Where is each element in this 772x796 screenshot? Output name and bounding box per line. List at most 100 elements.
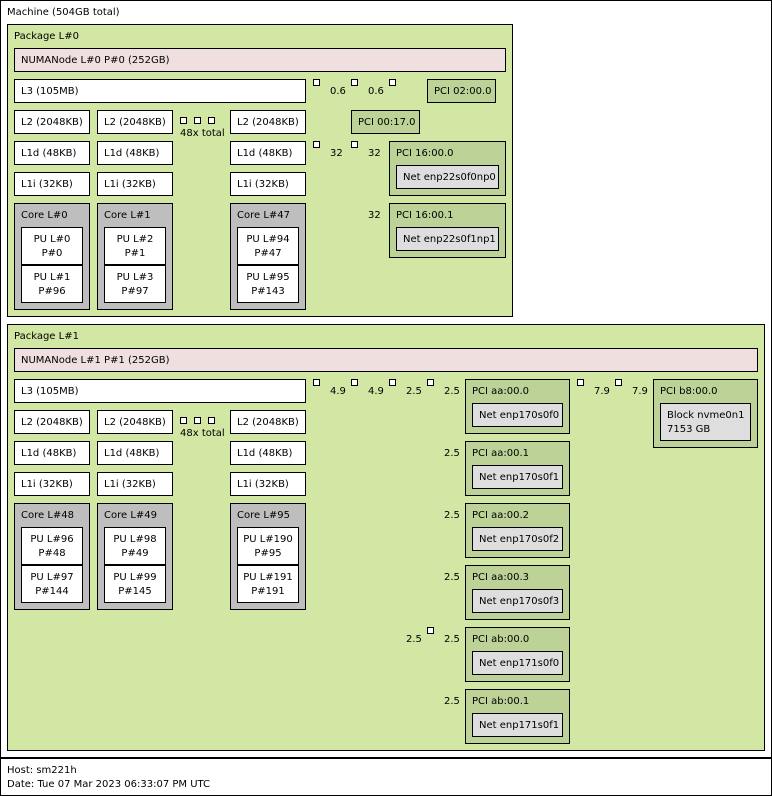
l1i-cache-label: L1i (32KB) xyxy=(104,179,156,190)
ellipsis-square xyxy=(180,117,187,124)
link-speed-label: 0.6 xyxy=(330,86,346,97)
core-label: Core L#0 xyxy=(21,210,68,221)
l1d-cache-label: L1d (48KB) xyxy=(237,148,293,159)
l2-cache-label: L2 (2048KB) xyxy=(104,117,166,128)
l1i-cache-label: L1i (32KB) xyxy=(104,479,156,490)
l1i-cache-label: L1i (32KB) xyxy=(21,179,73,190)
pu-physical: P#145 xyxy=(118,586,152,597)
net-device-label: Net enp170s0f2 xyxy=(479,534,560,545)
l2-cache-label: L2 (2048KB) xyxy=(237,117,299,128)
pu-box xyxy=(104,265,166,303)
pu-physical: P#48 xyxy=(38,548,66,559)
l1i-cache xyxy=(230,472,306,496)
l1d-cache xyxy=(14,141,90,165)
l1d-cache-label: L1d (48KB) xyxy=(21,148,77,159)
bridge-node xyxy=(389,79,396,86)
pu-label: PU L#94 xyxy=(246,234,290,245)
link-speed-label: 2.5 xyxy=(444,572,460,583)
link-speed-label: 32 xyxy=(368,148,381,159)
l1d-cache-label: L1d (48KB) xyxy=(237,448,293,459)
pci-device-label: PCI aa:00.0 xyxy=(472,386,530,397)
pci-device xyxy=(351,110,420,134)
link-speed-label: 0.6 xyxy=(368,86,384,97)
pu-label: PU L#0 xyxy=(33,234,71,245)
net-device xyxy=(472,527,563,551)
net-device-label: Net enp171s0f0 xyxy=(479,658,560,669)
block-device-label: Block nvme0n1 xyxy=(667,410,745,421)
link-speed-label: 4.9 xyxy=(330,386,346,397)
pu-box xyxy=(237,265,299,303)
pu-physical: P#0 xyxy=(41,248,63,259)
bridge-node xyxy=(389,379,396,386)
pu-box xyxy=(237,527,299,565)
total-count-label: 48x total xyxy=(180,428,225,439)
ellipsis-square xyxy=(194,117,201,124)
l2-cache xyxy=(230,110,306,134)
core-label: Core L#47 xyxy=(237,210,290,221)
pu-physical: P#97 xyxy=(121,286,149,297)
link-speed-label: 2.5 xyxy=(444,448,460,459)
pu-box xyxy=(104,527,166,565)
l1d-cache-label: L1d (48KB) xyxy=(104,448,160,459)
date-label: Date: Tue 07 Mar 2023 06:33:07 PM UTC xyxy=(7,779,211,790)
host-label: Host: sm221h xyxy=(7,765,77,776)
pci-device-label: PCI ab:00.0 xyxy=(472,634,530,645)
pu-label: PU L#97 xyxy=(30,572,74,583)
link-speed-label: 2.5 xyxy=(406,634,422,645)
l1d-cache xyxy=(230,141,306,165)
l2-cache xyxy=(97,410,173,434)
l2-cache-label: L2 (2048KB) xyxy=(237,417,299,428)
net-device-label: Net enp22s0f0np0 xyxy=(403,172,496,183)
net-device xyxy=(396,165,499,189)
l1i-cache xyxy=(97,472,173,496)
pu-physical: P#49 xyxy=(121,548,149,559)
core-label: Core L#49 xyxy=(104,510,157,521)
l2-cache xyxy=(230,410,306,434)
pu-label: PU L#190 xyxy=(243,534,293,545)
machine-label: Machine (504GB total) xyxy=(7,7,120,18)
bridge-node xyxy=(351,141,358,148)
net-device xyxy=(396,227,499,251)
pu-label: PU L#95 xyxy=(246,272,290,283)
link-speed-label: 4.9 xyxy=(368,386,384,397)
pu-box xyxy=(237,565,299,603)
pu-label: PU L#3 xyxy=(116,272,154,283)
pci-device-label: PCI 16:00.1 xyxy=(396,210,454,221)
pu-physical: P#96 xyxy=(38,286,66,297)
numa-node-1-label: NUMANode L#1 P#1 (252GB) xyxy=(21,355,170,366)
core-label: Core L#1 xyxy=(104,210,151,221)
l1d-cache xyxy=(97,141,173,165)
pu-physical: P#1 xyxy=(124,248,146,259)
bridge-node xyxy=(313,79,320,86)
package-0-label: Package L#0 xyxy=(14,31,79,42)
l1d-cache xyxy=(14,441,90,465)
link-speed-label: 7.9 xyxy=(594,386,610,397)
pu-label: PU L#191 xyxy=(243,572,293,583)
link-speed-label: 2.5 xyxy=(444,510,460,521)
pci-device-label: PCI aa:00.2 xyxy=(472,510,530,521)
net-device-label: Net enp170s0f3 xyxy=(479,596,560,607)
pci-device-label: PCI aa:00.3 xyxy=(472,572,530,583)
l2-cache-label: L2 (2048KB) xyxy=(104,417,166,428)
l1i-cache-label: L1i (32KB) xyxy=(237,479,289,490)
net-device xyxy=(472,589,563,613)
pu-physical: P#144 xyxy=(35,586,69,597)
l1d-cache xyxy=(97,441,173,465)
pci-device-label: PCI ab:00.1 xyxy=(472,696,530,707)
ellipsis-square xyxy=(194,417,201,424)
net-device-label: Net enp22s0f1np1 xyxy=(403,234,496,245)
bridge-node xyxy=(313,379,320,386)
pu-box xyxy=(104,565,166,603)
l3-cache-1 xyxy=(14,379,306,403)
pu-box xyxy=(21,565,83,603)
link-speed-label: 32 xyxy=(330,148,343,159)
net-device xyxy=(472,713,563,737)
bridge-node xyxy=(351,79,358,86)
net-device-label: Net enp170s0f0 xyxy=(479,410,560,421)
bridge-node xyxy=(615,379,622,386)
ellipsis-square xyxy=(180,417,187,424)
l1d-cache-label: L1d (48KB) xyxy=(21,448,77,459)
link-speed-label: 2.5 xyxy=(444,386,460,397)
pci-device-label: PCI aa:00.1 xyxy=(472,448,530,459)
ellipsis-square xyxy=(208,117,215,124)
